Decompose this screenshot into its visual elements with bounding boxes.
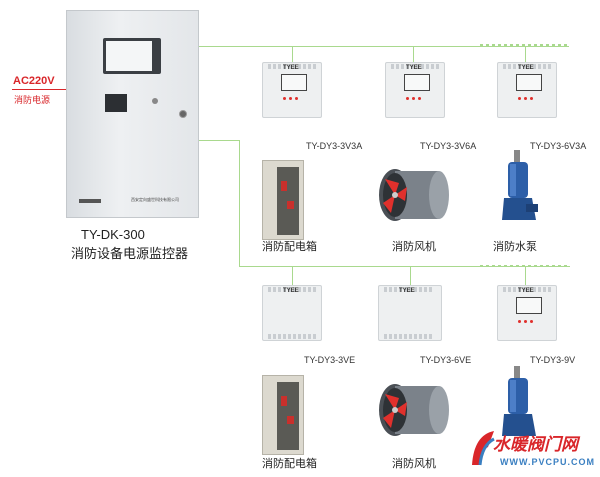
module-r1-1: TYEE	[262, 62, 322, 118]
drop-r1-1	[292, 46, 293, 62]
power-voltage-label: AC220V	[13, 75, 55, 87]
fire-fan-icon	[379, 169, 449, 221]
device-label: 消防风机	[392, 458, 436, 470]
watermark-logo-icon	[472, 431, 495, 466]
cabinet-lock-icon	[179, 110, 187, 118]
device-label: 消防水泵	[493, 241, 537, 253]
controller-model: TY-DK-300	[81, 227, 145, 242]
cabinet-touchscreen	[103, 38, 161, 74]
drop-r1-3	[525, 46, 526, 62]
module-r2-3: TYEE	[497, 285, 557, 341]
bus-row2	[239, 266, 570, 267]
module-r2-2: TYEE	[378, 285, 442, 341]
bus-riser	[239, 140, 240, 267]
cabinet-logo-icon	[79, 199, 101, 203]
fire-distribution-box	[262, 160, 304, 240]
power-source-label: 消防电源	[14, 95, 51, 105]
cabinet-printer	[105, 94, 127, 112]
device-label: 消防配电箱	[262, 241, 317, 253]
module-r2-1: TYEE	[262, 285, 322, 341]
bus-top	[199, 46, 569, 47]
device-label: 消防配电箱	[262, 458, 317, 470]
module-brand: TYEE	[406, 65, 422, 71]
bus-riser-feed	[199, 140, 240, 141]
module-r1-3: TYEE	[497, 62, 557, 118]
module-brand: TYEE	[518, 65, 534, 71]
drop-r2-2	[410, 266, 411, 285]
fire-pump-icon	[502, 150, 538, 220]
module-model-label: TY-DY3-6V3A	[530, 141, 587, 151]
watermark-url: WWW.PVCPU.COM	[500, 457, 595, 467]
fire-fan-icon	[379, 384, 449, 436]
module-r1-2: TYEE	[385, 62, 445, 118]
device-label: 消防风机	[392, 241, 436, 253]
drop-r2-3	[525, 266, 526, 285]
cabinet-plate-text: 西安定向盛世科技有限公司	[131, 197, 179, 202]
module-model-label: TY-DY3-6VE	[420, 355, 472, 365]
controller-name: 消防设备电源监控器	[71, 246, 189, 261]
module-model-label: TY-DY3-3VE	[304, 355, 356, 365]
watermark-text: 水暖阀门网	[493, 435, 578, 454]
module-model-label: TY-DY3-3V3A	[306, 141, 363, 151]
monitor-cabinet: 西安定向盛世科技有限公司	[66, 10, 199, 218]
drop-r2-1	[292, 266, 293, 285]
fire-distribution-box	[262, 375, 304, 455]
module-brand: TYEE	[283, 65, 299, 71]
module-brand: TYEE	[518, 288, 534, 294]
module-model-label: TY-DY3-9V	[530, 355, 576, 365]
fire-pump-icon	[502, 366, 536, 436]
cabinet-speaker-icon	[152, 98, 158, 104]
module-brand: TYEE	[283, 288, 299, 294]
drop-r1-2	[413, 46, 414, 62]
module-brand: TYEE	[399, 288, 415, 294]
module-model-label: TY-DY3-3V6A	[420, 141, 477, 151]
bus-top-dashed	[480, 44, 570, 46]
power-input-line	[12, 89, 66, 90]
